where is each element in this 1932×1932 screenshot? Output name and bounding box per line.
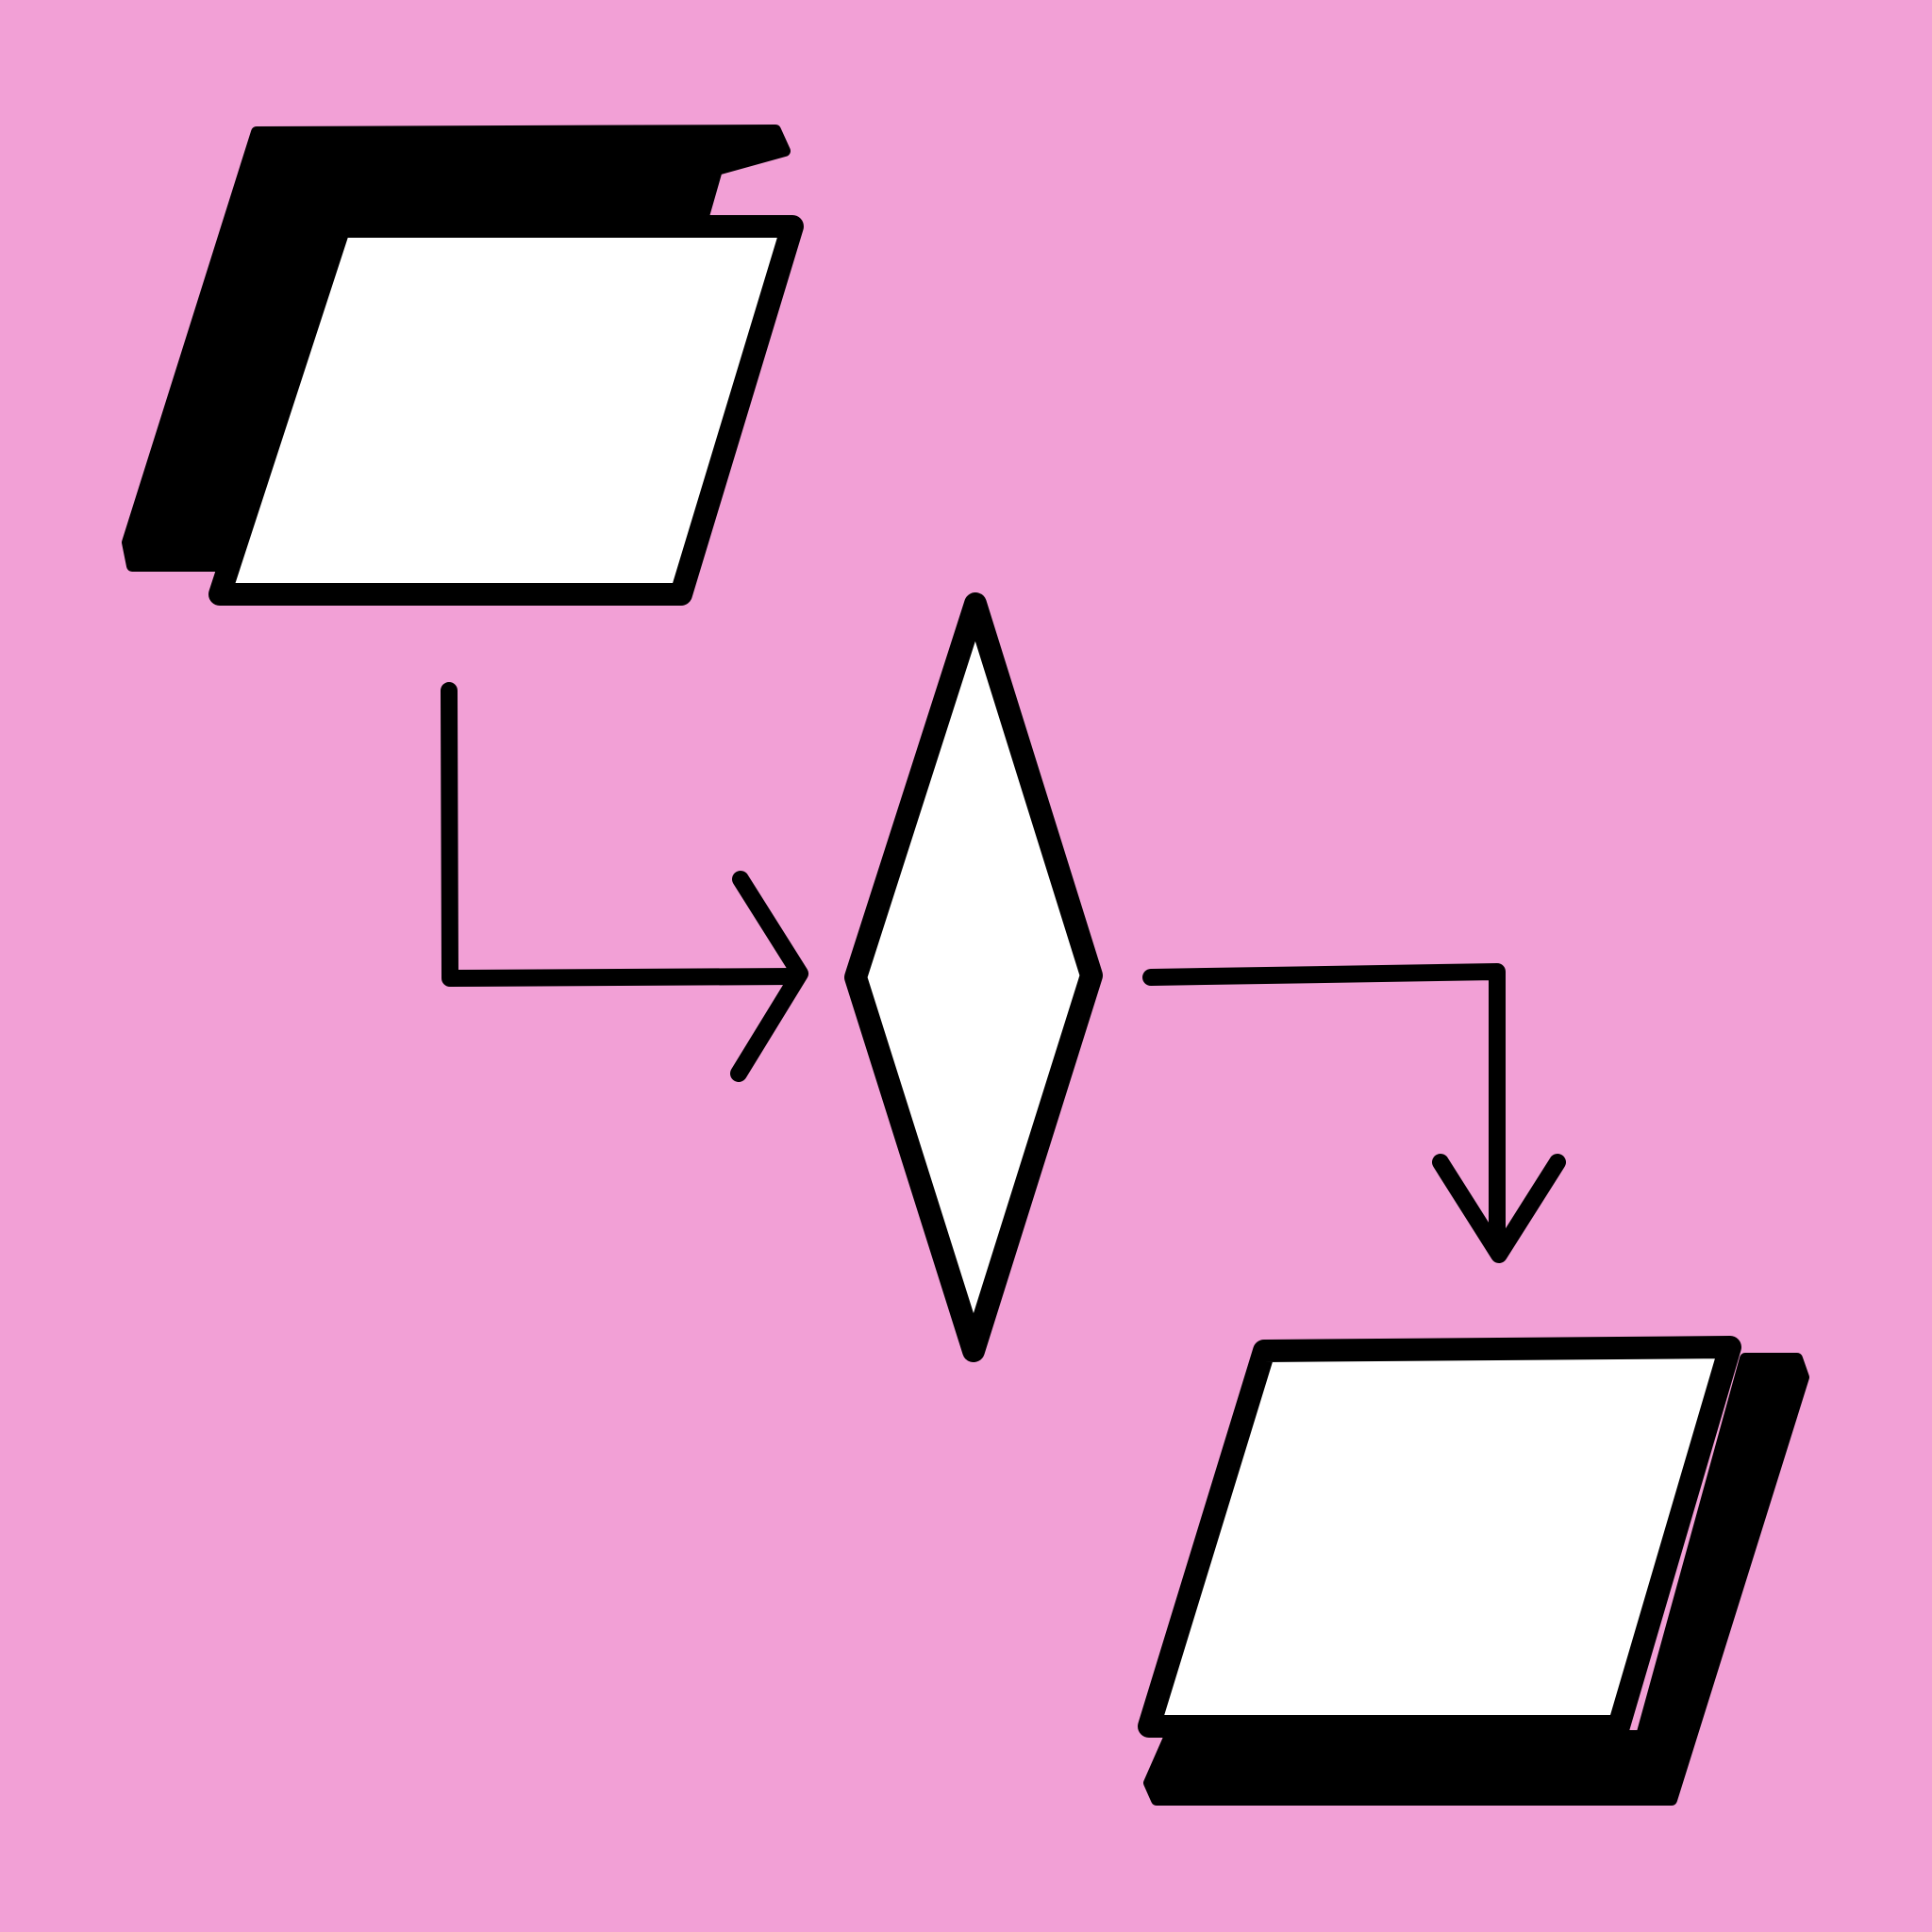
node-output-bottom[interactable] [1138, 1336, 1809, 1806]
node-decision[interactable] [844, 592, 1103, 1362]
node-decision-shape [844, 592, 1103, 1362]
edge-input-to-decision[interactable] [441, 682, 808, 1082]
edge-decision-to-output[interactable] [1142, 963, 1566, 1263]
edge-decision-to-output-arrowhead [1432, 1154, 1566, 1263]
node-input-top-shape [208, 215, 804, 606]
edge-input-to-decision-line [441, 682, 803, 987]
edge-input-to-decision-arrowhead [730, 871, 808, 1082]
node-output-bottom-shape [1138, 1336, 1741, 1738]
edge-decision-to-output-line [1142, 963, 1506, 1249]
node-input-top[interactable] [122, 125, 804, 606]
